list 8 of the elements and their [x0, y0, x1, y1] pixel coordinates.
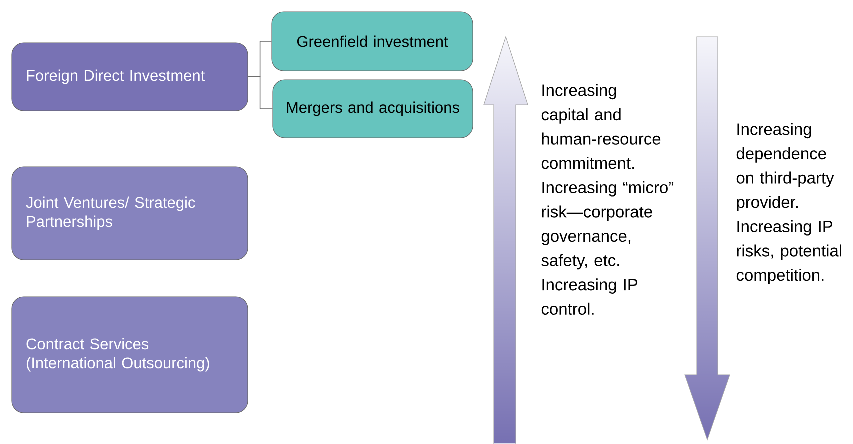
bracket-connector [248, 76, 274, 110]
description-text: Increasing capital and human-resource commitment. Increasing “micro” risk—corporate governance, safety, etc. Increasing IP control. [542, 84, 674, 316]
category-box: Contract Services (International Outsourcing) [12, 296, 248, 414]
category-box: Foreign Direct Investment [12, 42, 248, 112]
subcategory-box: Greenfield investment [272, 12, 474, 72]
description-text: Increasing dependence on third-party provider. Increasing IP risks, potential competition. [736, 123, 842, 284]
subcategory-box: Mergers and acquisitions [272, 80, 474, 138]
category-box: Joint Ventures/ Strategic Partnerships [12, 166, 248, 260]
